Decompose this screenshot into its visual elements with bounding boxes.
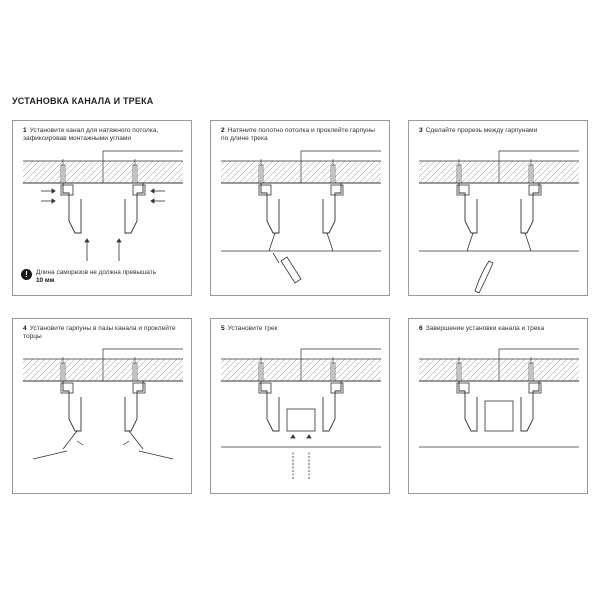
step-number: 2 bbox=[221, 127, 225, 134]
step-text: Завершение установки канала и трека bbox=[425, 325, 545, 332]
mounting-bracket bbox=[528, 382, 542, 394]
note-value: 10 мм bbox=[36, 277, 55, 284]
mounting-bracket bbox=[456, 184, 470, 196]
installation-diagram bbox=[221, 150, 381, 284]
track-profile bbox=[286, 408, 316, 432]
concrete-slab bbox=[23, 161, 183, 183]
step-number: 3 bbox=[419, 127, 423, 134]
mounting-bracket bbox=[258, 184, 272, 196]
installation-diagram bbox=[23, 348, 183, 460]
concrete-slab bbox=[221, 161, 381, 183]
step-text: Установите трек bbox=[227, 325, 278, 332]
channel-profile bbox=[260, 381, 342, 432]
mounting-bracket bbox=[132, 184, 146, 196]
page-title: УСТАНОВКА КАНАЛА И ТРЕКА bbox=[12, 96, 154, 106]
mounting-bracket bbox=[60, 382, 74, 394]
installation-diagram bbox=[419, 150, 579, 294]
note-text: Длина саморезов не должна превышать bbox=[36, 269, 156, 276]
step-text: Натяните полотно потолка и проклейте гар… bbox=[221, 127, 375, 142]
channel-profile bbox=[458, 381, 540, 432]
exclamation-icon: ! bbox=[21, 269, 32, 280]
channel-profile bbox=[458, 183, 540, 234]
cutter-tool bbox=[474, 260, 494, 294]
step-number: 1 bbox=[23, 127, 27, 134]
concrete-slab bbox=[23, 359, 183, 381]
step-number: 4 bbox=[23, 325, 27, 332]
installation-diagram bbox=[221, 348, 381, 479]
mounting-bracket bbox=[528, 184, 542, 196]
step-text: Установите канал для натяжного потолка, … bbox=[23, 127, 159, 142]
track-profile bbox=[484, 400, 514, 432]
concrete-slab bbox=[221, 359, 381, 381]
mounting-bracket bbox=[456, 382, 470, 394]
channel-profile bbox=[62, 183, 144, 234]
concrete-slab bbox=[419, 161, 579, 183]
mounting-bracket bbox=[132, 382, 146, 394]
glue-tool bbox=[280, 256, 302, 284]
step-text: Установите гарпуны в пазы канала и прокл… bbox=[23, 325, 176, 340]
mounting-bracket bbox=[258, 382, 272, 394]
step-number: 5 bbox=[221, 325, 225, 332]
channel-profile bbox=[62, 381, 144, 432]
step-text: Сделайте прорезь между гарпунами bbox=[425, 127, 538, 134]
installation-diagram bbox=[419, 348, 579, 448]
mounting-bracket bbox=[330, 184, 344, 196]
channel-profile bbox=[260, 183, 342, 234]
mounting-bracket bbox=[330, 382, 344, 394]
step-number: 6 bbox=[419, 325, 423, 332]
installation-diagram bbox=[23, 150, 183, 261]
concrete-slab bbox=[419, 359, 579, 381]
mounting-bracket bbox=[60, 184, 74, 196]
